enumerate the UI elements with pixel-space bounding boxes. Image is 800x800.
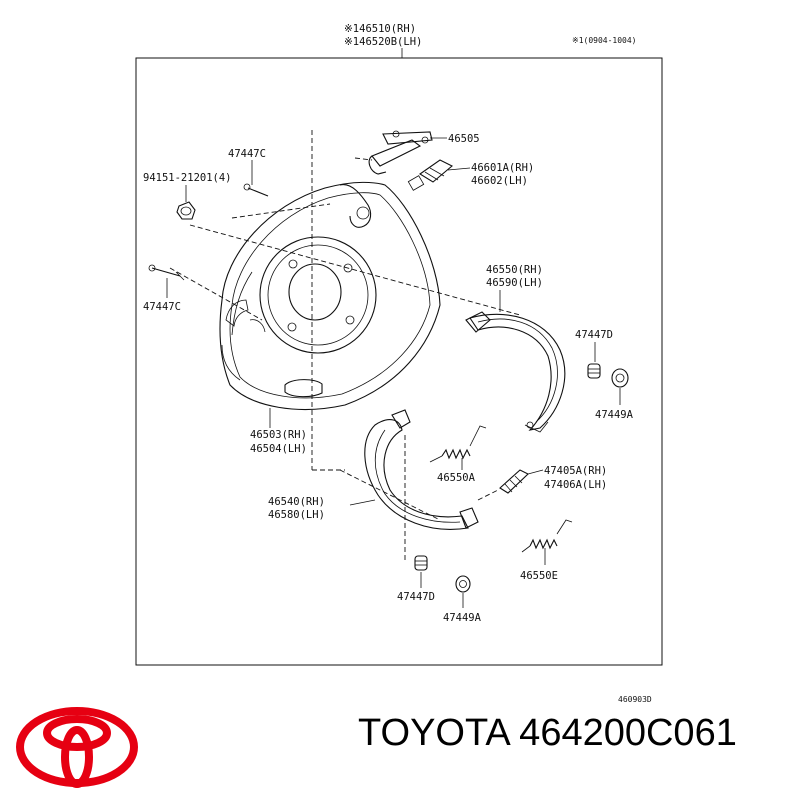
axis-line-diagonal <box>189 224 521 316</box>
hold-down-pin-left <box>148 264 185 281</box>
label-94151: 94151-21201(4) <box>143 172 232 184</box>
diagram-frame <box>135 57 663 666</box>
return-spring-lower <box>521 519 573 553</box>
label-46580: 46580(LH) <box>268 509 325 521</box>
label-46505: 46505 <box>448 133 480 145</box>
hold-down-spring-right <box>587 363 601 379</box>
label-46550: 46550(RH) <box>486 264 543 276</box>
brand-part-number: TOYOTA 464200C061 <box>358 712 737 754</box>
label-46590: 46590(LH) <box>486 277 543 289</box>
leader-46601a <box>447 167 471 171</box>
adjuster-bolt <box>477 469 529 501</box>
axis-line-shoe <box>339 469 441 521</box>
date-note: ※1(0904-1004) <box>572 36 637 45</box>
label-47449a-bottom: 47449A <box>443 612 482 624</box>
label-46601a: 46601A(RH) <box>471 162 534 174</box>
axis-line-top <box>231 203 331 219</box>
brake-shoe-front <box>364 409 479 530</box>
label-46602: 46602(LH) <box>471 175 528 187</box>
cup-washer-bottom <box>455 575 471 593</box>
label-47449a-right: 47449A <box>595 409 634 421</box>
cup-washer-right <box>611 368 629 388</box>
backing-plate <box>219 181 441 410</box>
label-46550e: 46550E <box>520 570 558 582</box>
label-47447d-right: 47447D <box>575 329 613 341</box>
hold-down-spring-bottom <box>414 555 428 571</box>
toyota-logo-icon <box>16 707 138 788</box>
label-47447c-top: 47447C <box>228 148 266 160</box>
leader-46540 <box>349 499 376 506</box>
return-spring-upper <box>429 425 487 463</box>
adjuster-assembly <box>407 159 453 191</box>
label-46504: 46504(LH) <box>250 443 307 455</box>
axis-line-left-pin <box>169 267 263 321</box>
header-title-rh: ※146510(RH) <box>344 23 416 35</box>
figure-code: 460903D <box>618 695 652 704</box>
label-47406a: 47406A(LH) <box>544 479 607 491</box>
parking-brake-lever <box>354 130 433 175</box>
label-47447c-left: 47447C <box>143 301 181 313</box>
label-46503: 46503(RH) <box>250 429 307 441</box>
hold-down-pin-top <box>243 183 269 197</box>
label-47447d-bottom: 47447D <box>397 591 435 603</box>
header-title-lh: ※146520B(LH) <box>344 36 422 48</box>
brake-shoe-rear <box>465 311 566 433</box>
label-46550a: 46550A <box>437 472 476 484</box>
label-46540: 46540(RH) <box>268 496 325 508</box>
label-47405a: 47405A(RH) <box>544 465 607 477</box>
bolt-94151 <box>176 201 196 220</box>
leader-47405a <box>527 469 544 475</box>
